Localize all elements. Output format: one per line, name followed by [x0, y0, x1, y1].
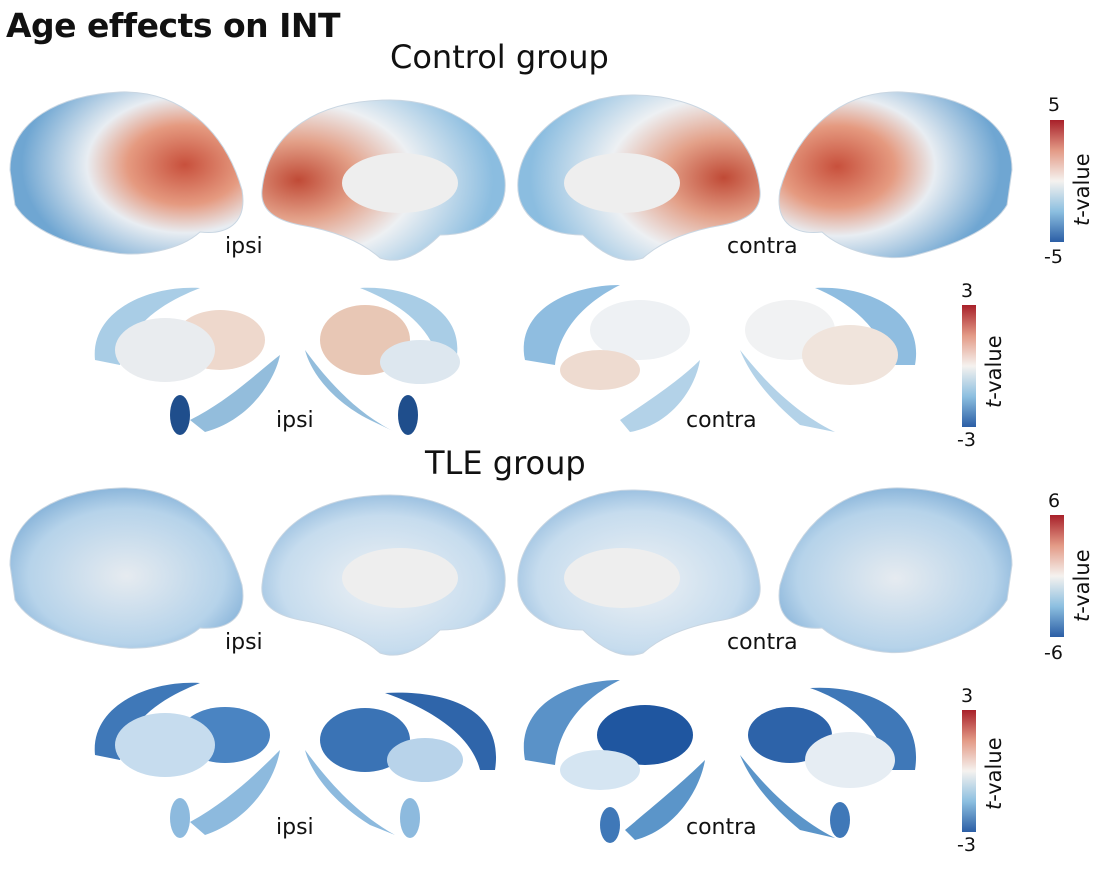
control-subcortex-colorbar	[962, 305, 976, 427]
control-subcortex-ipsi-label: ipsi	[276, 408, 314, 433]
tle-ipsi-hippocampus	[190, 750, 280, 835]
control-group-title: Control group	[390, 38, 609, 76]
control-contra-caudate	[523, 285, 620, 365]
control-contra-thalamus	[590, 300, 690, 360]
tle-ipsi-amygdala	[170, 798, 190, 838]
tle-contra-caudate	[523, 680, 620, 765]
control-subcortex-cbar-min: -3	[957, 429, 976, 451]
tle-cortex-colorbar	[1050, 515, 1064, 637]
tle-subcortex-row	[94, 680, 917, 843]
tle-contra-thalamus	[597, 705, 693, 765]
tle-subcortex-cbar-label: t-value	[982, 737, 1006, 810]
tle-subcortex-ipsi-label: ipsi	[276, 815, 314, 840]
tle-contra-hippocampus	[625, 760, 705, 840]
control-ipsi-medial-core	[342, 153, 458, 213]
tle-cortex-cbar-min: -6	[1044, 642, 1063, 664]
tle-group-title: TLE group	[425, 444, 586, 482]
control-cortex-row	[9, 91, 1013, 261]
tle-cortex-cbar-label: t-value	[1070, 549, 1094, 622]
tle-ipsi-putamen	[115, 713, 215, 777]
control-cortex-ipsi-label: ipsi	[225, 234, 263, 259]
control-ipsi-putamen-2	[380, 340, 460, 384]
control-subcortex-cbar-label: t-value	[982, 335, 1006, 408]
tle-ipsi-lateral-brain	[9, 487, 244, 649]
control-ipsi-amygdala-2	[398, 395, 418, 435]
control-cortex-colorbar	[1050, 120, 1064, 242]
tle-subcortex-cbar-max: 3	[961, 685, 974, 707]
control-contra-putamen	[560, 350, 640, 390]
control-contra-putamen-2	[802, 325, 898, 385]
tle-contra-amygdala	[600, 807, 620, 843]
tle-contra-putamen-2	[805, 732, 895, 788]
tle-cortex-contra-label: contra	[727, 630, 798, 655]
control-ipsi-amygdala	[170, 395, 190, 435]
tle-ipsi-medial-core	[342, 548, 458, 608]
tle-contra-amygdala-2	[830, 802, 850, 838]
control-subcortex-contra-label: contra	[686, 408, 757, 433]
tle-cortex-ipsi-label: ipsi	[225, 630, 263, 655]
tle-cortex-cbar-max: 6	[1048, 490, 1061, 512]
tle-ipsi-thalamus-2	[320, 708, 410, 772]
control-contra-medial-core	[564, 153, 680, 213]
tle-subcortex-cbar-min: -3	[957, 834, 976, 856]
control-cortex-cbar-max: 5	[1048, 94, 1061, 116]
control-cortex-cbar-min: -5	[1044, 246, 1063, 268]
control-ipsi-lateral-brain	[9, 91, 244, 255]
tle-contra-lateral-brain	[778, 487, 1013, 654]
control-contra-lateral-brain	[778, 91, 1013, 259]
tle-ipsi-amygdala-2	[400, 798, 420, 838]
control-cortex-cbar-label: t-value	[1070, 153, 1094, 226]
control-ipsi-putamen	[115, 318, 215, 382]
control-subcortex-row	[94, 285, 917, 435]
tle-contra-putamen	[560, 750, 640, 790]
figure-title: Age effects on INT	[6, 6, 341, 45]
control-contra-hippocampus	[620, 360, 700, 432]
control-subcortex-cbar-max: 3	[961, 280, 974, 302]
tle-subcortex-contra-label: contra	[686, 815, 757, 840]
tle-cortex-row	[9, 487, 1013, 656]
control-cortex-contra-label: contra	[727, 234, 798, 259]
tle-ipsi-putamen-2	[387, 738, 463, 782]
tle-ipsi-caudate-2	[385, 692, 497, 770]
control-ipsi-caudate-2	[360, 287, 458, 365]
control-ipsi-hippocampus	[190, 355, 280, 432]
tle-contra-medial-core	[564, 548, 680, 608]
tle-subcortex-colorbar	[962, 710, 976, 832]
